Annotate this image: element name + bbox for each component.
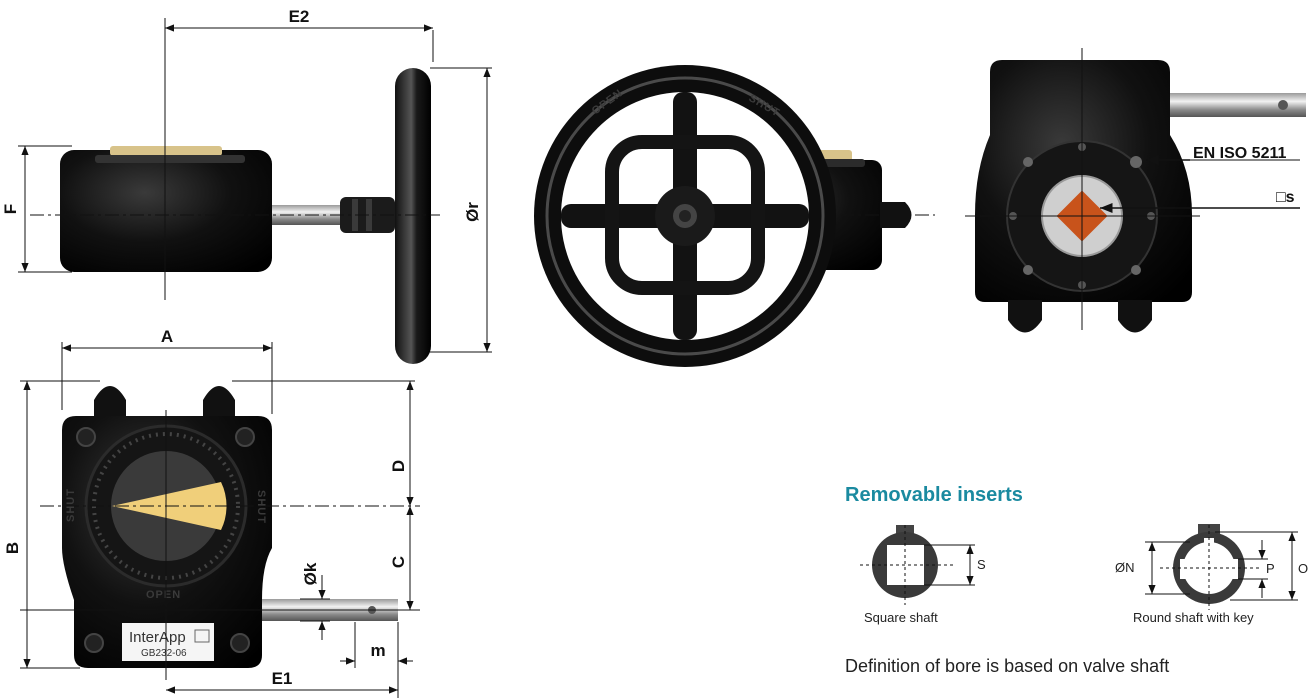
dim-e2-label: E2 <box>289 7 310 26</box>
round-shaft-insert: ØN P O Round shaft with key <box>1115 524 1308 625</box>
brand-logo-icon <box>194 629 210 643</box>
nameplate-brand: InterApp <box>129 629 186 646</box>
top-plug-right <box>203 386 235 418</box>
square-drive-label: □s <box>1276 189 1295 206</box>
indicator-shut-right: SHUT <box>255 490 267 524</box>
flange-hole <box>1130 156 1142 168</box>
screw <box>235 427 255 447</box>
removable-inserts: Removable inserts S Square shaft <box>845 484 1308 676</box>
flange-view: EN ISO 5211 □s <box>965 48 1306 333</box>
dim-d-label: D <box>389 460 408 472</box>
dim-f-label: F <box>1 204 20 214</box>
bottom-plug-right <box>1118 300 1152 333</box>
side-view: E2 F Ør <box>1 7 492 364</box>
handwheel-rim-highlight <box>545 76 825 356</box>
dim-k-label: Øk <box>301 562 320 585</box>
square-shaft-insert: S Square shaft <box>860 525 986 625</box>
top-cap <box>110 146 222 156</box>
square-shaft-caption: Square shaft <box>864 610 938 625</box>
indicator-shut-left: SHUT <box>65 488 77 522</box>
dim-a-label: A <box>161 327 173 346</box>
round-shaft-dim-o: O <box>1298 561 1308 576</box>
bottom-plug-left <box>1008 300 1042 333</box>
top-plug-left <box>94 386 126 418</box>
nameplate-model: GB232-06 <box>141 648 187 659</box>
round-shaft-caption: Round shaft with key <box>1133 610 1254 625</box>
square-shaft-dim-s: S <box>977 557 986 572</box>
screw <box>230 633 250 653</box>
screw <box>84 633 104 653</box>
bore-definition-note: Definition of bore is based on valve sha… <box>845 656 1169 676</box>
handwheel-side <box>395 68 431 364</box>
round-shaft-dim-p: P <box>1266 561 1275 576</box>
inserts-title: Removable inserts <box>845 484 1023 506</box>
flange-hole <box>1023 265 1033 275</box>
dim-m-label: m <box>370 641 385 660</box>
shaft-pin-hole <box>1278 100 1288 110</box>
handwheel-hub-center <box>679 210 691 222</box>
round-shaft-dim-n: ØN <box>1115 560 1135 575</box>
dim-r-label: Ør <box>463 202 482 222</box>
flange-standard-label: EN ISO 5211 <box>1193 145 1286 162</box>
top-rim <box>95 155 245 163</box>
flange-hole <box>1131 265 1141 275</box>
front-view-handwheel: OPEN SHUT <box>534 65 935 367</box>
dim-c-label: C <box>389 556 408 568</box>
dim-e1-label: E1 <box>272 669 293 688</box>
indicator-open-bottom: OPEN <box>146 589 181 601</box>
flange-hole <box>1023 157 1033 167</box>
gearbox-body-side <box>60 150 272 272</box>
top-view: SHUT SHUT OPEN InterApp GB232-06 A B D C <box>3 327 420 698</box>
screw <box>76 427 96 447</box>
dim-b-label: B <box>3 542 22 554</box>
handwheel-inner-frame <box>605 135 765 295</box>
